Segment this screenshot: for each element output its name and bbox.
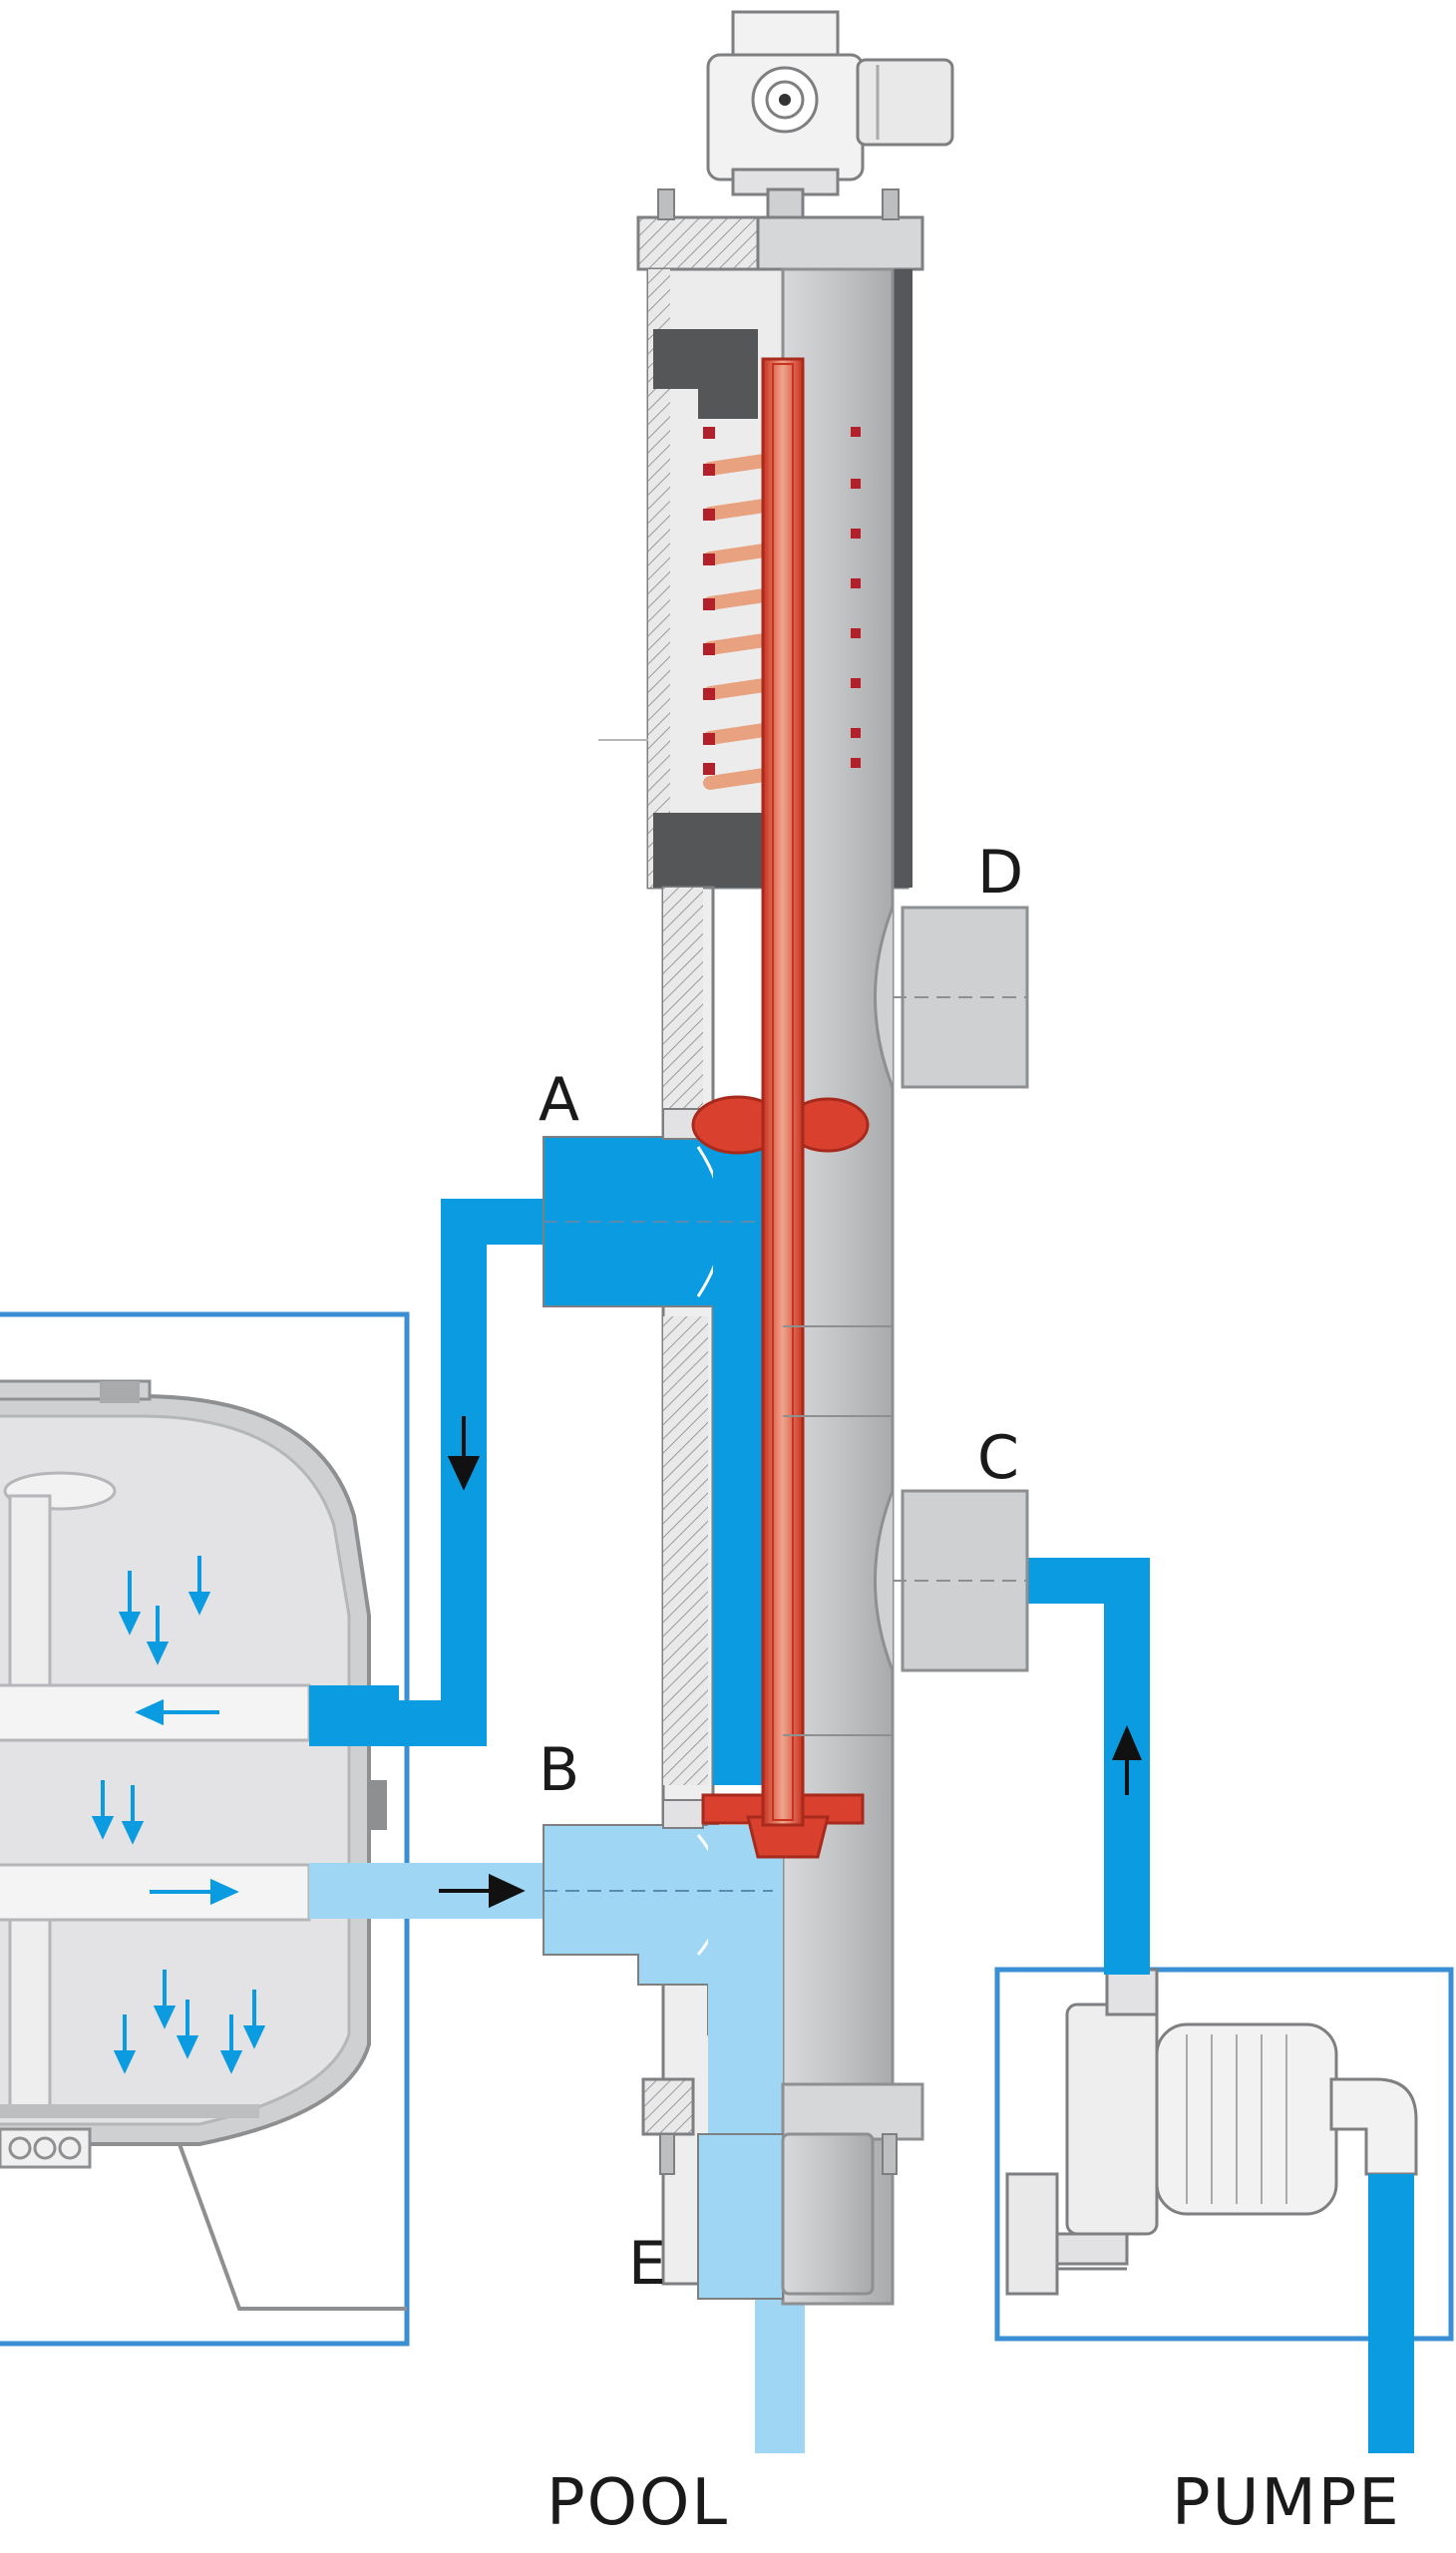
pipe-pump-suction xyxy=(1368,2174,1414,2453)
port-label-c: C xyxy=(977,1423,1019,1493)
pipe-e-to-pool xyxy=(755,2294,805,2453)
piston-seals xyxy=(691,1095,870,1859)
pipe-pump-to-c xyxy=(1017,1558,1150,1975)
port-d-housing xyxy=(874,906,1029,1089)
port-label-e: E xyxy=(628,2229,666,2299)
flow-arrow-icon xyxy=(439,1416,1143,1909)
sand-filter-icon xyxy=(0,1311,410,2347)
tank-flow-arrows xyxy=(91,1556,266,2074)
pump-label: PUMPE xyxy=(1172,2466,1401,2540)
port-label-a: A xyxy=(539,1065,580,1135)
port-label-d: D xyxy=(977,838,1024,908)
valve-rod xyxy=(761,357,805,1827)
actuator-head-icon xyxy=(706,10,954,221)
port-c-housing xyxy=(874,1489,1029,1672)
port-label-b: B xyxy=(539,1735,580,1805)
pool-label: POOL xyxy=(546,2466,729,2540)
